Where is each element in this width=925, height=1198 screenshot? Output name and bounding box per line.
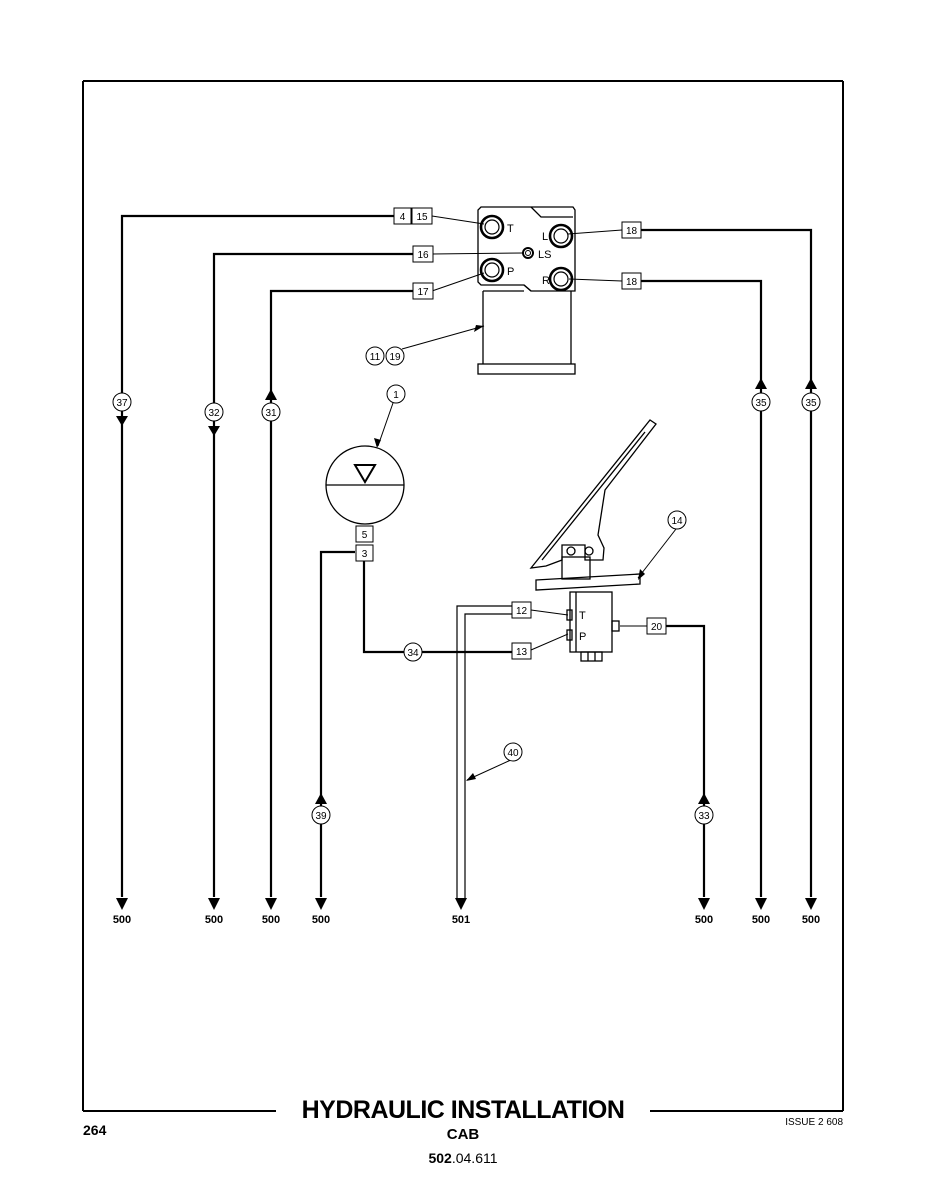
terminal-label-4: 500 <box>312 914 330 926</box>
ref-box-16: 16 <box>417 250 429 261</box>
control-valve <box>477 206 576 375</box>
page-title: HYDRAULIC INSTALLATION <box>301 1096 625 1124</box>
leader-lines <box>431 215 647 651</box>
ref-box-18-b: 18 <box>626 277 638 288</box>
ref-box-15: 15 <box>416 212 428 223</box>
flow-arrows <box>116 378 817 804</box>
ref-box-20: 20 <box>651 622 663 633</box>
ref-box-17: 17 <box>417 287 429 298</box>
callout-39: 39 <box>315 811 327 822</box>
hydraulic-lines <box>120 214 813 897</box>
valve-port-r-label: R <box>542 275 550 287</box>
callout-34: 34 <box>407 648 419 659</box>
ref-box-4: 4 <box>400 212 406 223</box>
document-code: 502.04.611 <box>276 1150 650 1166</box>
callout-35-b: 35 <box>805 398 817 409</box>
document-code-main: 502 <box>428 1150 452 1166</box>
callout-33: 33 <box>698 811 710 822</box>
valve-port-t-label: T <box>507 223 514 235</box>
callout-leaders <box>377 325 677 781</box>
page-number: 264 <box>83 1122 107 1138</box>
terminal-label-5: 501 <box>452 914 470 926</box>
callout-19: 19 <box>389 352 401 363</box>
terminal-label-3: 500 <box>262 914 280 926</box>
valve-port-fittings <box>479 214 574 292</box>
terminal-arrows <box>116 898 817 910</box>
issue-label: ISSUE 2 608 <box>785 1117 843 1128</box>
callout-37: 37 <box>116 398 128 409</box>
terminal-label-7: 500 <box>752 914 770 926</box>
valve-port-p-label: P <box>507 266 514 278</box>
ref-box-5: 5 <box>362 530 368 541</box>
terminal-label-8: 500 <box>802 914 820 926</box>
callout-1: 1 <box>393 390 399 401</box>
ref-box-13: 13 <box>516 647 528 658</box>
reservoir <box>325 445 405 525</box>
terminal-label-6: 500 <box>695 914 713 926</box>
valve-port-l-label: L <box>542 231 548 243</box>
callout-35-a: 35 <box>755 398 767 409</box>
ref-box-3: 3 <box>362 549 368 560</box>
ref-box-12: 12 <box>516 606 528 617</box>
callout-arrowheads <box>374 325 645 781</box>
valve-port-ls-label: LS <box>538 249 551 261</box>
callout-31: 31 <box>265 408 277 419</box>
terminal-label-2: 500 <box>205 914 223 926</box>
callout-32: 32 <box>208 408 220 419</box>
reference-boxes <box>355 207 667 660</box>
terminal-label-1: 500 <box>113 914 131 926</box>
callout-40: 40 <box>507 748 519 759</box>
document-code-suffix: .04.611 <box>451 1150 498 1166</box>
callout-circles <box>112 346 821 825</box>
callout-11: 11 <box>370 352 381 363</box>
ref-box-18-a: 18 <box>626 226 638 237</box>
pipe-40 <box>456 605 512 898</box>
pedal-port-p-label: P <box>579 631 586 643</box>
callout-14: 14 <box>671 516 683 527</box>
page-subtitle: CAB <box>446 1126 480 1143</box>
pedal-port-t-label: T <box>579 610 586 622</box>
page-frame <box>82 80 844 1112</box>
pedal-valve <box>529 419 657 662</box>
